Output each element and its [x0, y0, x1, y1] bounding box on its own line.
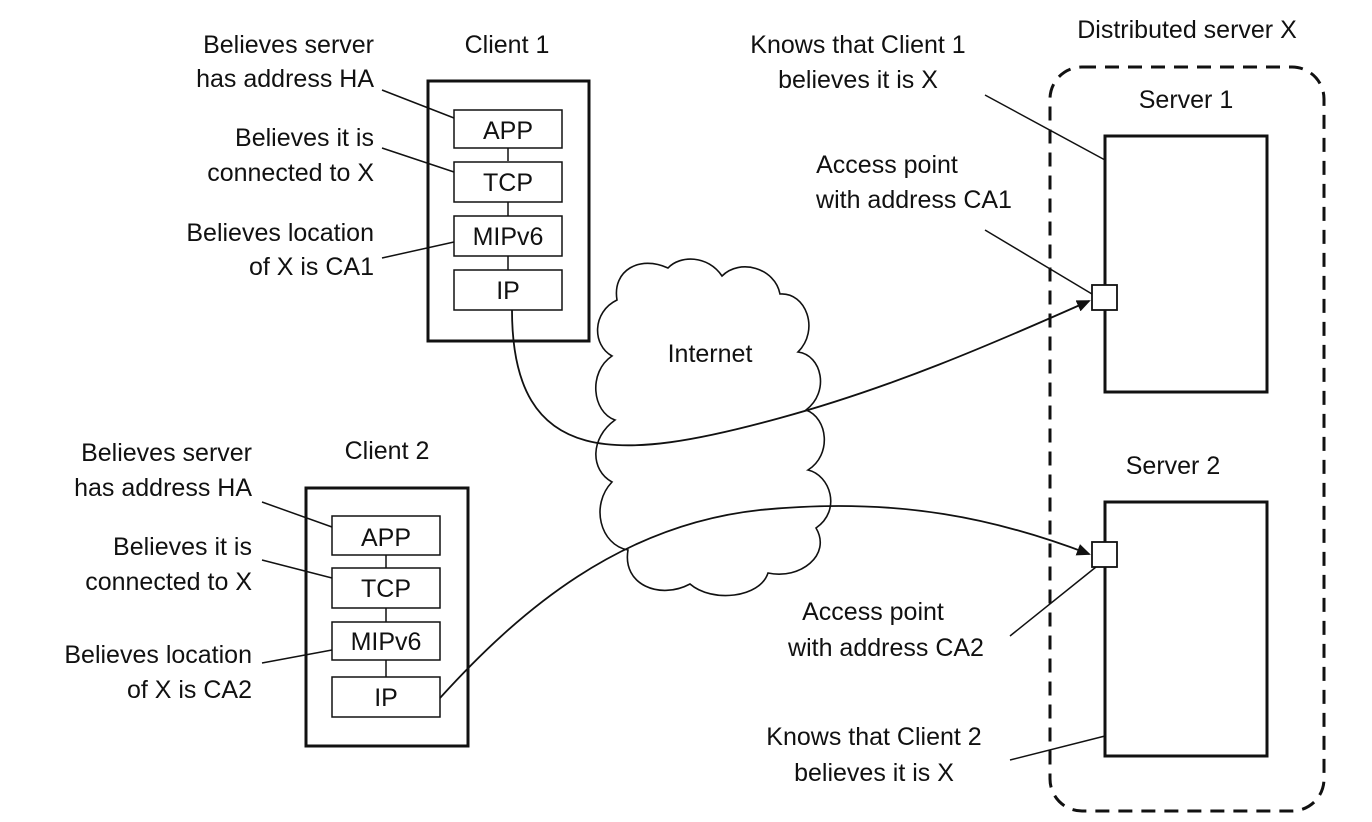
client2-note-connected-line2: connected to X — [85, 568, 252, 596]
internet-cloud: Internet — [595, 258, 832, 597]
distributed-server-boundary — [1048, 65, 1326, 813]
client2-ip-label: IP — [374, 684, 398, 712]
server2-title: Server 2 — [1126, 452, 1220, 480]
client2-note-location-line1: Believes location — [64, 641, 252, 669]
internet-label: Internet — [668, 340, 753, 368]
server2-box — [1103, 500, 1269, 758]
client1-note-location-line1: Believes location — [186, 219, 374, 247]
client1-note-address-line2: has address HA — [196, 65, 374, 93]
client2-ip-layer — [331, 676, 441, 718]
client2-box — [304, 486, 470, 748]
client2-app-label: APP — [361, 524, 411, 552]
client1-app-label: APP — [483, 117, 533, 145]
client2: Client 2 APP TCP MIPv6 IP Believes serve… — [64, 437, 470, 748]
client2-note-address-line2: has address HA — [74, 474, 252, 502]
client1-title: Client 1 — [465, 31, 550, 59]
client1-mipv6-layer — [453, 215, 563, 257]
client1-box — [426, 79, 591, 343]
server2-access-point-line2: with address CA2 — [787, 634, 984, 662]
client1-ip-layer — [453, 269, 563, 311]
client2-mipv6-label: MIPv6 — [351, 628, 422, 656]
server1-access-point — [1091, 284, 1118, 311]
client2-note-location-line2: of X is CA2 — [127, 676, 252, 704]
client1: Client 1 APP TCP MIPv6 IP Believes serve… — [186, 31, 591, 343]
server1-knows-line1: Knows that Client 1 — [750, 31, 965, 59]
client2-tcp-label: TCP — [361, 575, 411, 603]
client2-app-layer — [331, 515, 441, 556]
client1-tcp-layer — [453, 161, 563, 203]
client1-ip-label: IP — [496, 277, 520, 305]
server1-box — [1103, 134, 1269, 394]
server2-notes: Access point with address CA2 Knows that… — [766, 566, 1106, 787]
client2-note-address-line1: Believes server — [81, 439, 252, 467]
client2-note-connected-line1: Believes it is — [113, 533, 252, 561]
client1-mipv6-label: MIPv6 — [473, 223, 544, 251]
client2-title: Client 2 — [345, 437, 430, 465]
server1-access-point-line1: Access point — [816, 151, 958, 179]
client1-app-layer — [453, 109, 563, 149]
client1-note-connected-line1: Believes it is — [235, 124, 374, 152]
server2-access-point-line1: Access point — [802, 598, 944, 626]
client2-mipv6-layer — [331, 621, 441, 661]
server2-knows-line1: Knows that Client 2 — [766, 723, 981, 751]
server1-access-point-line2: with address CA1 — [815, 186, 1012, 214]
client1-note-location-line2: of X is CA1 — [249, 253, 374, 281]
distributed-server-title: Distributed server X — [1077, 16, 1297, 44]
server2-access-point — [1091, 541, 1118, 568]
distributed-server: Distributed server X Server 1 Server 2 — [1048, 16, 1326, 813]
server1-knows-line2: believes it is X — [778, 66, 938, 94]
client1-note-connected-line2: connected to X — [207, 159, 374, 187]
client1-note-address-line1: Believes server — [203, 31, 374, 59]
server1-title: Server 1 — [1139, 86, 1233, 114]
server1-notes: Knows that Client 1 believes it is X Acc… — [750, 31, 1106, 295]
client1-to-access-point-ca1-connection — [511, 300, 1091, 447]
server2-knows-line2: believes it is X — [794, 759, 954, 787]
client2-tcp-layer — [331, 567, 441, 609]
client1-tcp-label: TCP — [483, 169, 533, 197]
client2-to-access-point-ca2-connection — [439, 505, 1091, 699]
